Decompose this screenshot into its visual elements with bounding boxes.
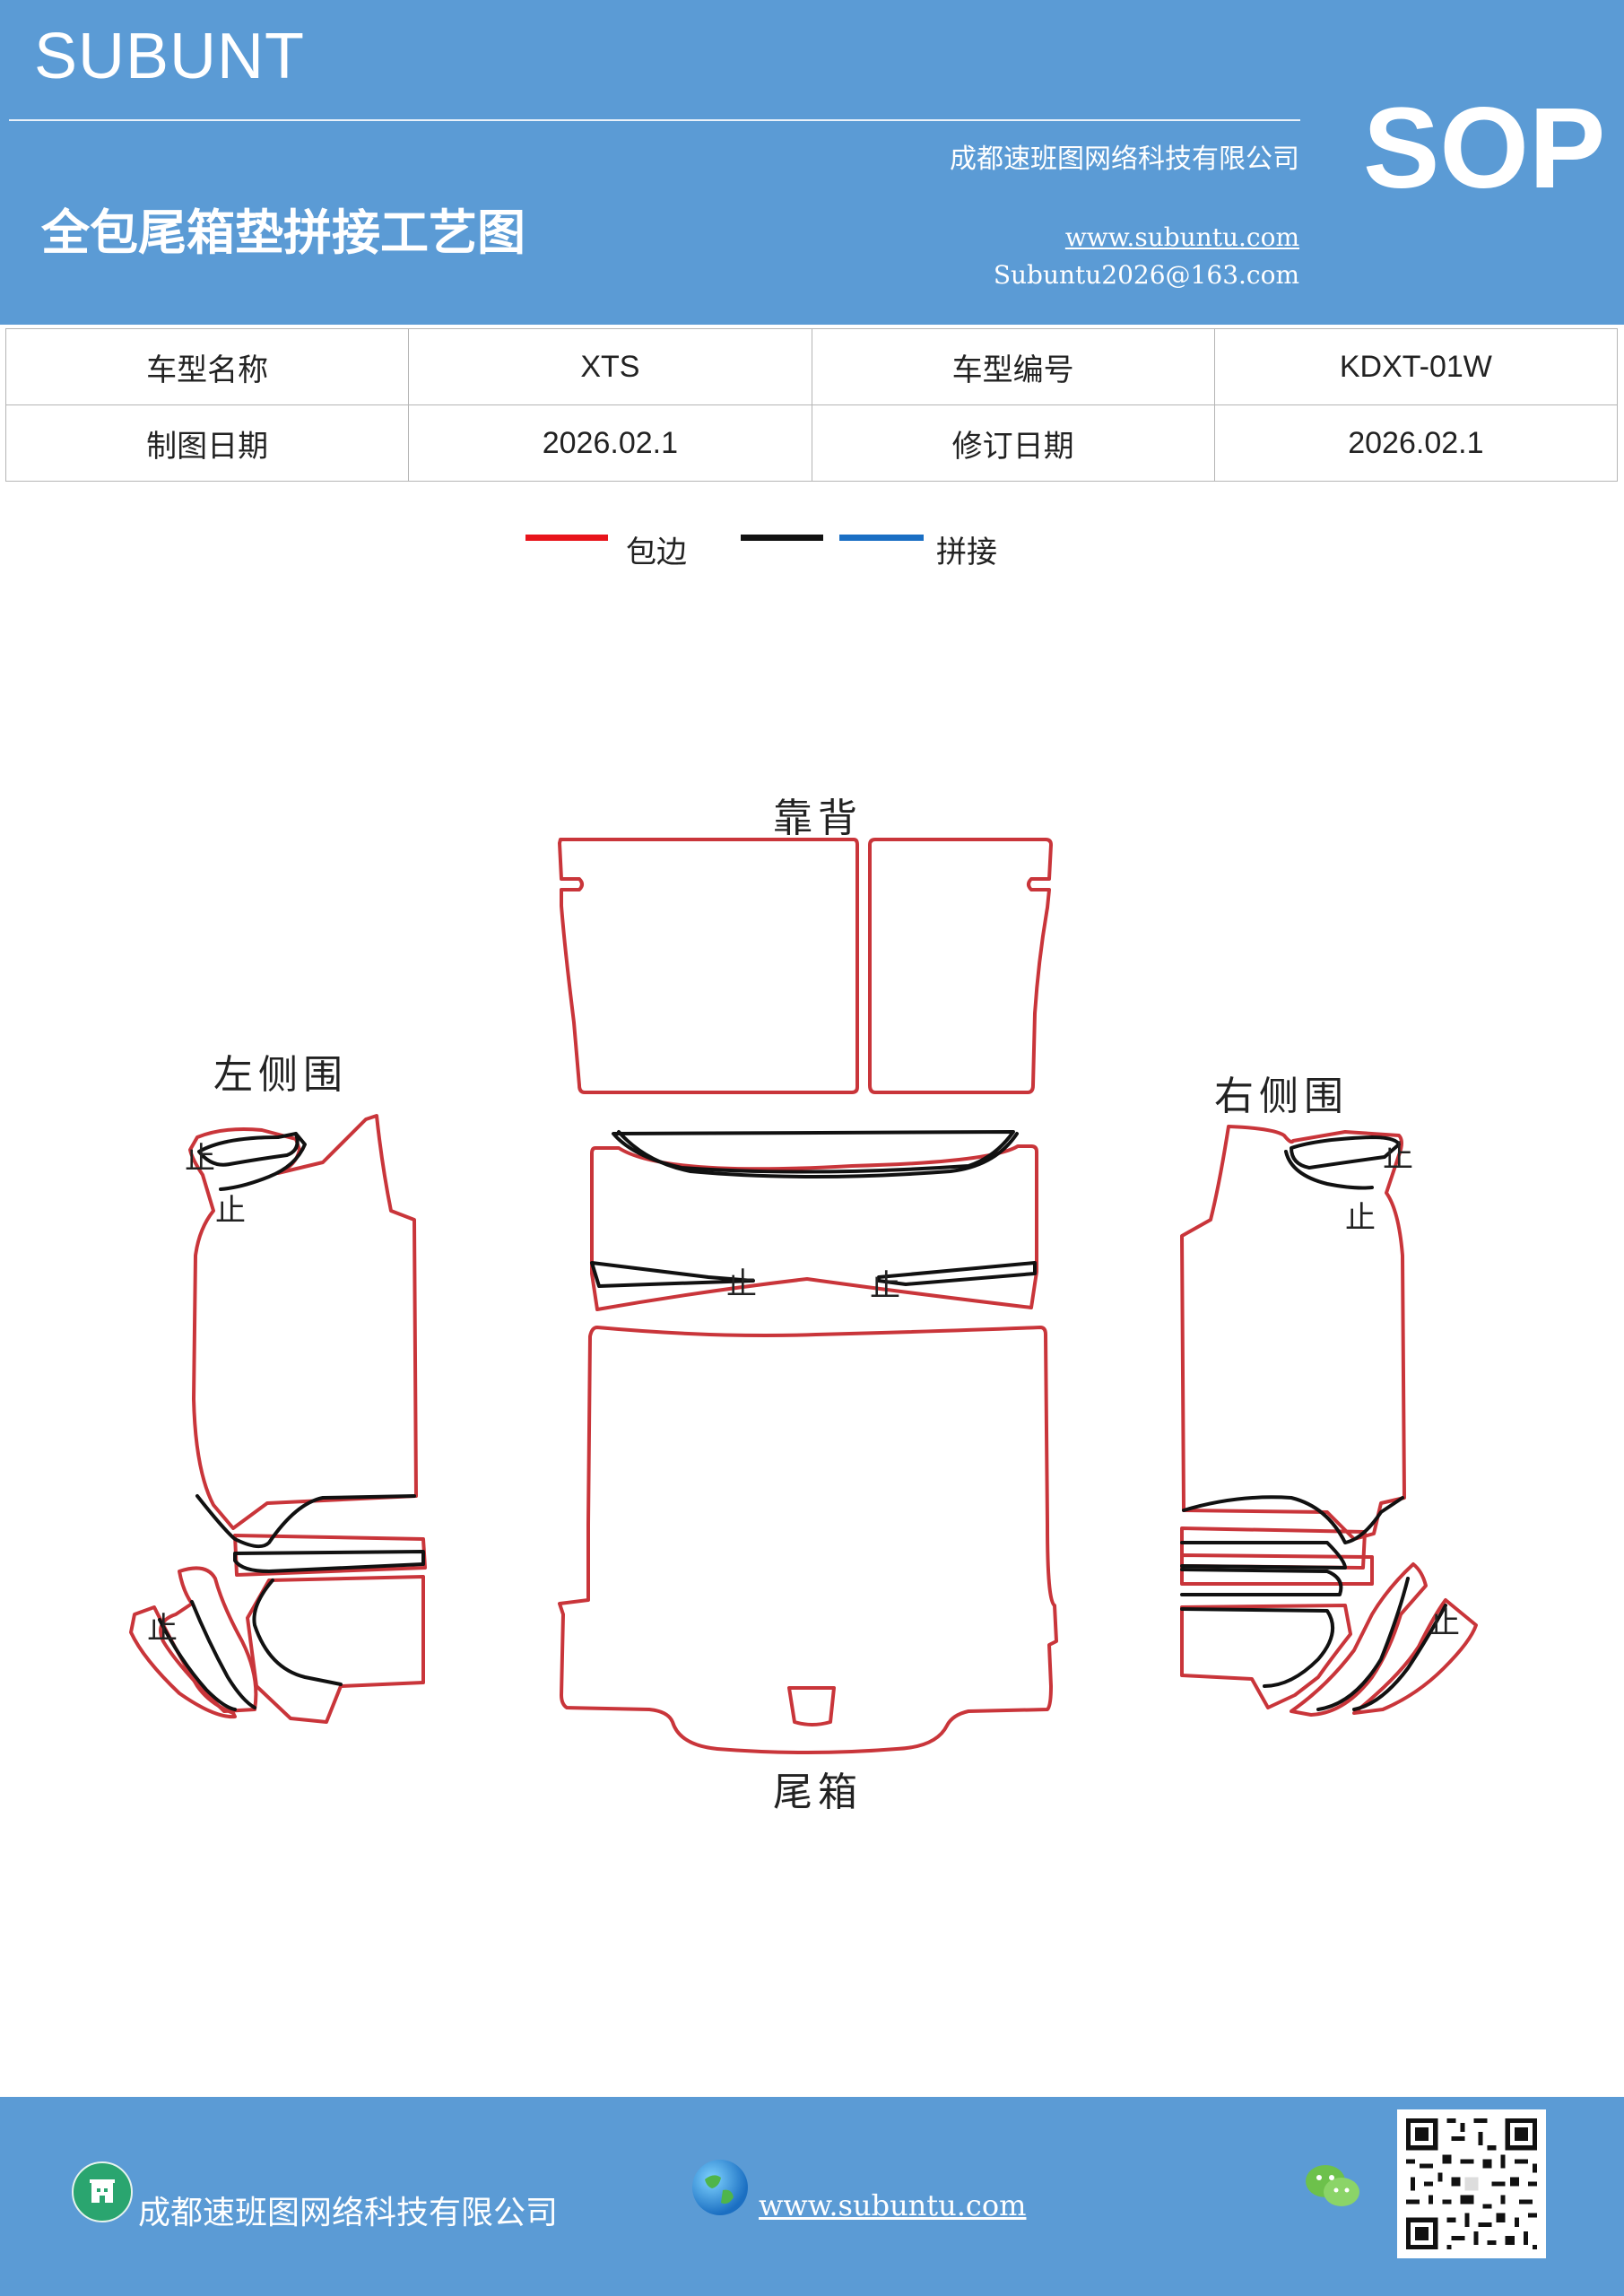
model-name-value: XTS bbox=[408, 328, 812, 405]
left-lower-piece bbox=[246, 1575, 425, 1724]
building-icon bbox=[72, 2161, 133, 2222]
legend-edge-label: 包边 bbox=[626, 535, 687, 570]
right-side-panel bbox=[1180, 1125, 1406, 1541]
vehicle-info-table: 车型名称 XTS 车型编号 KDXT-01W 制图日期 2026.02.1 修订… bbox=[4, 328, 1619, 482]
seam-left-hook2 bbox=[158, 1618, 237, 1711]
legend-seam-label: 拼接 bbox=[936, 535, 997, 570]
right-strip-2 bbox=[1180, 1553, 1374, 1586]
trunk-handle-slot bbox=[787, 1686, 836, 1726]
seam-right-top2 bbox=[1284, 1150, 1374, 1190]
backrest-right-piece bbox=[868, 838, 1053, 1094]
stop-mark: 止 bbox=[870, 1268, 900, 1304]
table-row: 车型名称 XTS 车型编号 KDXT-01W bbox=[4, 328, 1619, 405]
header-divider bbox=[9, 119, 1300, 121]
seam-left-top bbox=[197, 1132, 300, 1167]
company-name: 成都速班图网络科技有限公司 bbox=[950, 144, 1299, 175]
legend-black-swatch bbox=[741, 535, 823, 541]
seam-right-top bbox=[1290, 1135, 1401, 1170]
seam-right-strip bbox=[1180, 1541, 1347, 1570]
seam-left-hook bbox=[190, 1600, 256, 1709]
seam-right-strip2 bbox=[1180, 1568, 1343, 1596]
seam-right-hook bbox=[1316, 1577, 1410, 1711]
stop-mark: 止 bbox=[726, 1266, 757, 1302]
legend-seam-swatch bbox=[839, 535, 924, 541]
trunk-floor-piece bbox=[558, 1326, 1058, 1754]
seam-left-strip bbox=[233, 1550, 425, 1573]
wechat-icon[interactable] bbox=[1304, 2161, 1363, 2212]
stop-mark: 止 bbox=[1345, 1200, 1376, 1236]
trunk-label: 尾箱 bbox=[773, 1770, 863, 1815]
sop-badge: SOP bbox=[1363, 84, 1606, 213]
seam-left-lower bbox=[252, 1578, 343, 1686]
model-code-label: 车型编号 bbox=[811, 328, 1215, 405]
qr-code bbox=[1397, 2109, 1546, 2258]
right-hook-1 bbox=[1290, 1562, 1428, 1717]
stop-mark: 止 bbox=[215, 1193, 246, 1229]
seam-right-hook2 bbox=[1352, 1604, 1447, 1711]
right-strip-1 bbox=[1180, 1526, 1367, 1570]
brand-logo: SUBUNT bbox=[34, 21, 306, 92]
stop-mark: 止 bbox=[185, 1141, 215, 1177]
right-lower-piece bbox=[1180, 1604, 1352, 1709]
stop-mark: 止 bbox=[1429, 1605, 1460, 1641]
website-link[interactable]: www.subuntu.com bbox=[1064, 222, 1299, 252]
footer-company: 成都速班图网络科技有限公司 bbox=[138, 2195, 559, 2231]
seam-left-top2 bbox=[219, 1132, 307, 1191]
model-code-value: KDXT-01W bbox=[1213, 328, 1619, 405]
draw-date-value: 2026.02.1 bbox=[408, 404, 812, 482]
trunk-mat-diagram bbox=[129, 838, 1478, 1754]
table-row: 制图日期 2026.02.1 修订日期 2026.02.1 bbox=[4, 404, 1619, 482]
left-side-label: 左侧围 bbox=[213, 1052, 348, 1098]
footer-website[interactable]: www.subuntu.com bbox=[759, 2188, 1027, 2222]
revise-date-label: 修订日期 bbox=[811, 404, 1215, 482]
seam-upper-right bbox=[877, 1261, 1037, 1286]
stop-mark: 止 bbox=[147, 1611, 178, 1647]
document-title: 全包尾箱垫拼接工艺图 bbox=[41, 204, 525, 261]
legend-edge-swatch bbox=[525, 535, 608, 541]
right-hook-2 bbox=[1352, 1598, 1478, 1715]
model-name-label: 车型名称 bbox=[4, 328, 410, 405]
draw-date-label: 制图日期 bbox=[4, 404, 410, 482]
stop-mark: 止 bbox=[1383, 1139, 1413, 1175]
seam-right-lower bbox=[1180, 1607, 1334, 1688]
left-side-panel bbox=[188, 1114, 418, 1530]
backrest-label: 靠背 bbox=[773, 796, 863, 841]
globe-icon bbox=[692, 2160, 748, 2215]
center-upper-piece bbox=[590, 1144, 1038, 1311]
revise-date-value: 2026.02.1 bbox=[1213, 404, 1619, 482]
seam-right-waist bbox=[1182, 1495, 1404, 1544]
header-banner: SUBUNT 成都速班图网络科技有限公司 全包尾箱垫拼接工艺图 www.subu… bbox=[0, 0, 1624, 325]
right-side-label: 右侧围 bbox=[1214, 1074, 1349, 1119]
seam-upper-inner bbox=[612, 1130, 1015, 1174]
backrest-left-piece bbox=[558, 838, 859, 1094]
seam-left-waist bbox=[195, 1494, 416, 1549]
left-hook-1 bbox=[159, 1566, 258, 1713]
seam-upper-left bbox=[590, 1261, 755, 1288]
contact-email[interactable]: Subuntu2026@163.com bbox=[993, 260, 1299, 290]
